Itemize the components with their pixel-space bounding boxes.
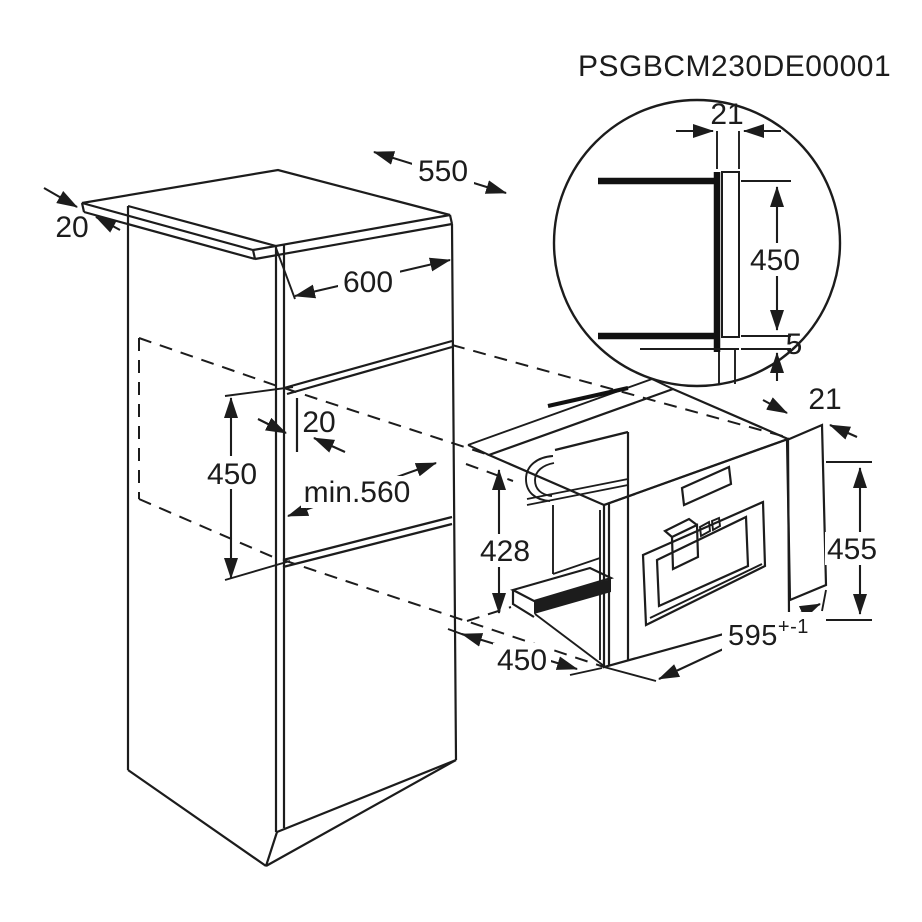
extension-lines <box>716 131 740 169</box>
niche-opening <box>282 339 453 569</box>
dim-top-depth-550: 550 <box>373 150 507 195</box>
chassis-wall <box>552 505 601 575</box>
dim-arrow <box>95 216 121 233</box>
dim-appliance-width-595: 595+-1 <box>603 589 827 682</box>
appliance-rear-thick-edge <box>547 386 629 408</box>
spout-buttons <box>698 516 722 538</box>
dim-detail-height-450: 450 <box>741 180 803 337</box>
dim-front-height-455: 455 <box>812 461 880 621</box>
dim-label: 450 <box>497 644 547 677</box>
detail-circle: 21 450 5 <box>552 98 842 388</box>
step-shelf-front <box>534 579 611 614</box>
part-number: PSGBCM230DE00001 <box>578 50 891 83</box>
dim-top-panel-thickness-20: 20 <box>43 187 121 244</box>
recess-floor-curve <box>649 563 763 619</box>
dim-label: 5 <box>786 328 803 361</box>
cabinet-top-panel <box>80 168 454 261</box>
dim-arrow <box>313 437 346 453</box>
dim-tolerance: +-1 <box>778 616 809 638</box>
label-bg <box>477 534 533 567</box>
cabinet-side-face <box>126 204 277 867</box>
dim-arrow <box>257 417 287 434</box>
dim-value: 595 <box>728 620 778 652</box>
label-bg <box>722 612 826 652</box>
dim-detail-gap-5: 5 <box>741 328 802 381</box>
label-bg <box>493 643 551 676</box>
display-panel <box>680 465 733 507</box>
extension-lines <box>741 180 791 337</box>
appliance-top-face <box>486 387 791 507</box>
dim-label: 450 <box>207 458 257 491</box>
detail-bottom-lines <box>640 348 739 384</box>
dim-label: 550 <box>418 155 468 188</box>
front-frame-strip <box>785 423 828 602</box>
dim-detail-thickness-21: 21 <box>676 98 781 169</box>
label-bg <box>825 532 880 565</box>
dim-arrow <box>43 187 78 208</box>
dim-label: 450 <box>750 244 800 277</box>
dim-arrow <box>829 424 858 440</box>
dim-frame-thickness-21: 21 <box>762 383 858 440</box>
dim-label: 21 <box>710 98 743 131</box>
dim-front-width-600: 600 <box>275 247 451 300</box>
detail-door-edge <box>721 171 740 338</box>
appliance-rear-edge <box>467 378 674 456</box>
dim-label: 595+-1 <box>728 616 809 652</box>
dim-appliance-depth-450: 450 <box>447 628 603 677</box>
cabinet <box>80 168 458 867</box>
cabinet-plinth <box>264 759 457 867</box>
dim-label: min.560 <box>304 476 411 509</box>
dim-label: 455 <box>827 533 877 566</box>
label-bg <box>748 243 803 276</box>
dim-niche-edge-gap-20: 20 <box>257 406 346 453</box>
detail-panel-thick-lines <box>598 172 721 352</box>
label-bg <box>301 476 413 508</box>
coffee-spout <box>663 517 700 571</box>
dim-appliance-height-428: 428 <box>477 469 533 614</box>
dispenser-recess <box>641 500 767 627</box>
dim-label: 21 <box>808 383 841 416</box>
extension-line <box>275 247 296 300</box>
dim-label: 20 <box>55 211 88 244</box>
dim-label: 600 <box>343 266 393 299</box>
dim-niche-min-depth-560: min.560 <box>287 462 437 517</box>
appliance-rear-block <box>554 430 630 660</box>
extension-lines <box>603 589 827 682</box>
dim-niche-height-450: 450 <box>204 386 294 581</box>
dim-arrow <box>762 397 788 414</box>
support-rail <box>525 455 629 506</box>
detail-circle-outline <box>552 98 842 388</box>
label-bg <box>412 151 474 184</box>
dim-label: 428 <box>480 535 530 568</box>
cabinet-front-face <box>274 223 458 834</box>
step-shelf <box>510 566 615 618</box>
label-bg <box>204 456 260 489</box>
projection-dashed-lines <box>138 337 787 668</box>
dim-label: 20 <box>302 406 335 439</box>
label-bg <box>338 264 400 297</box>
